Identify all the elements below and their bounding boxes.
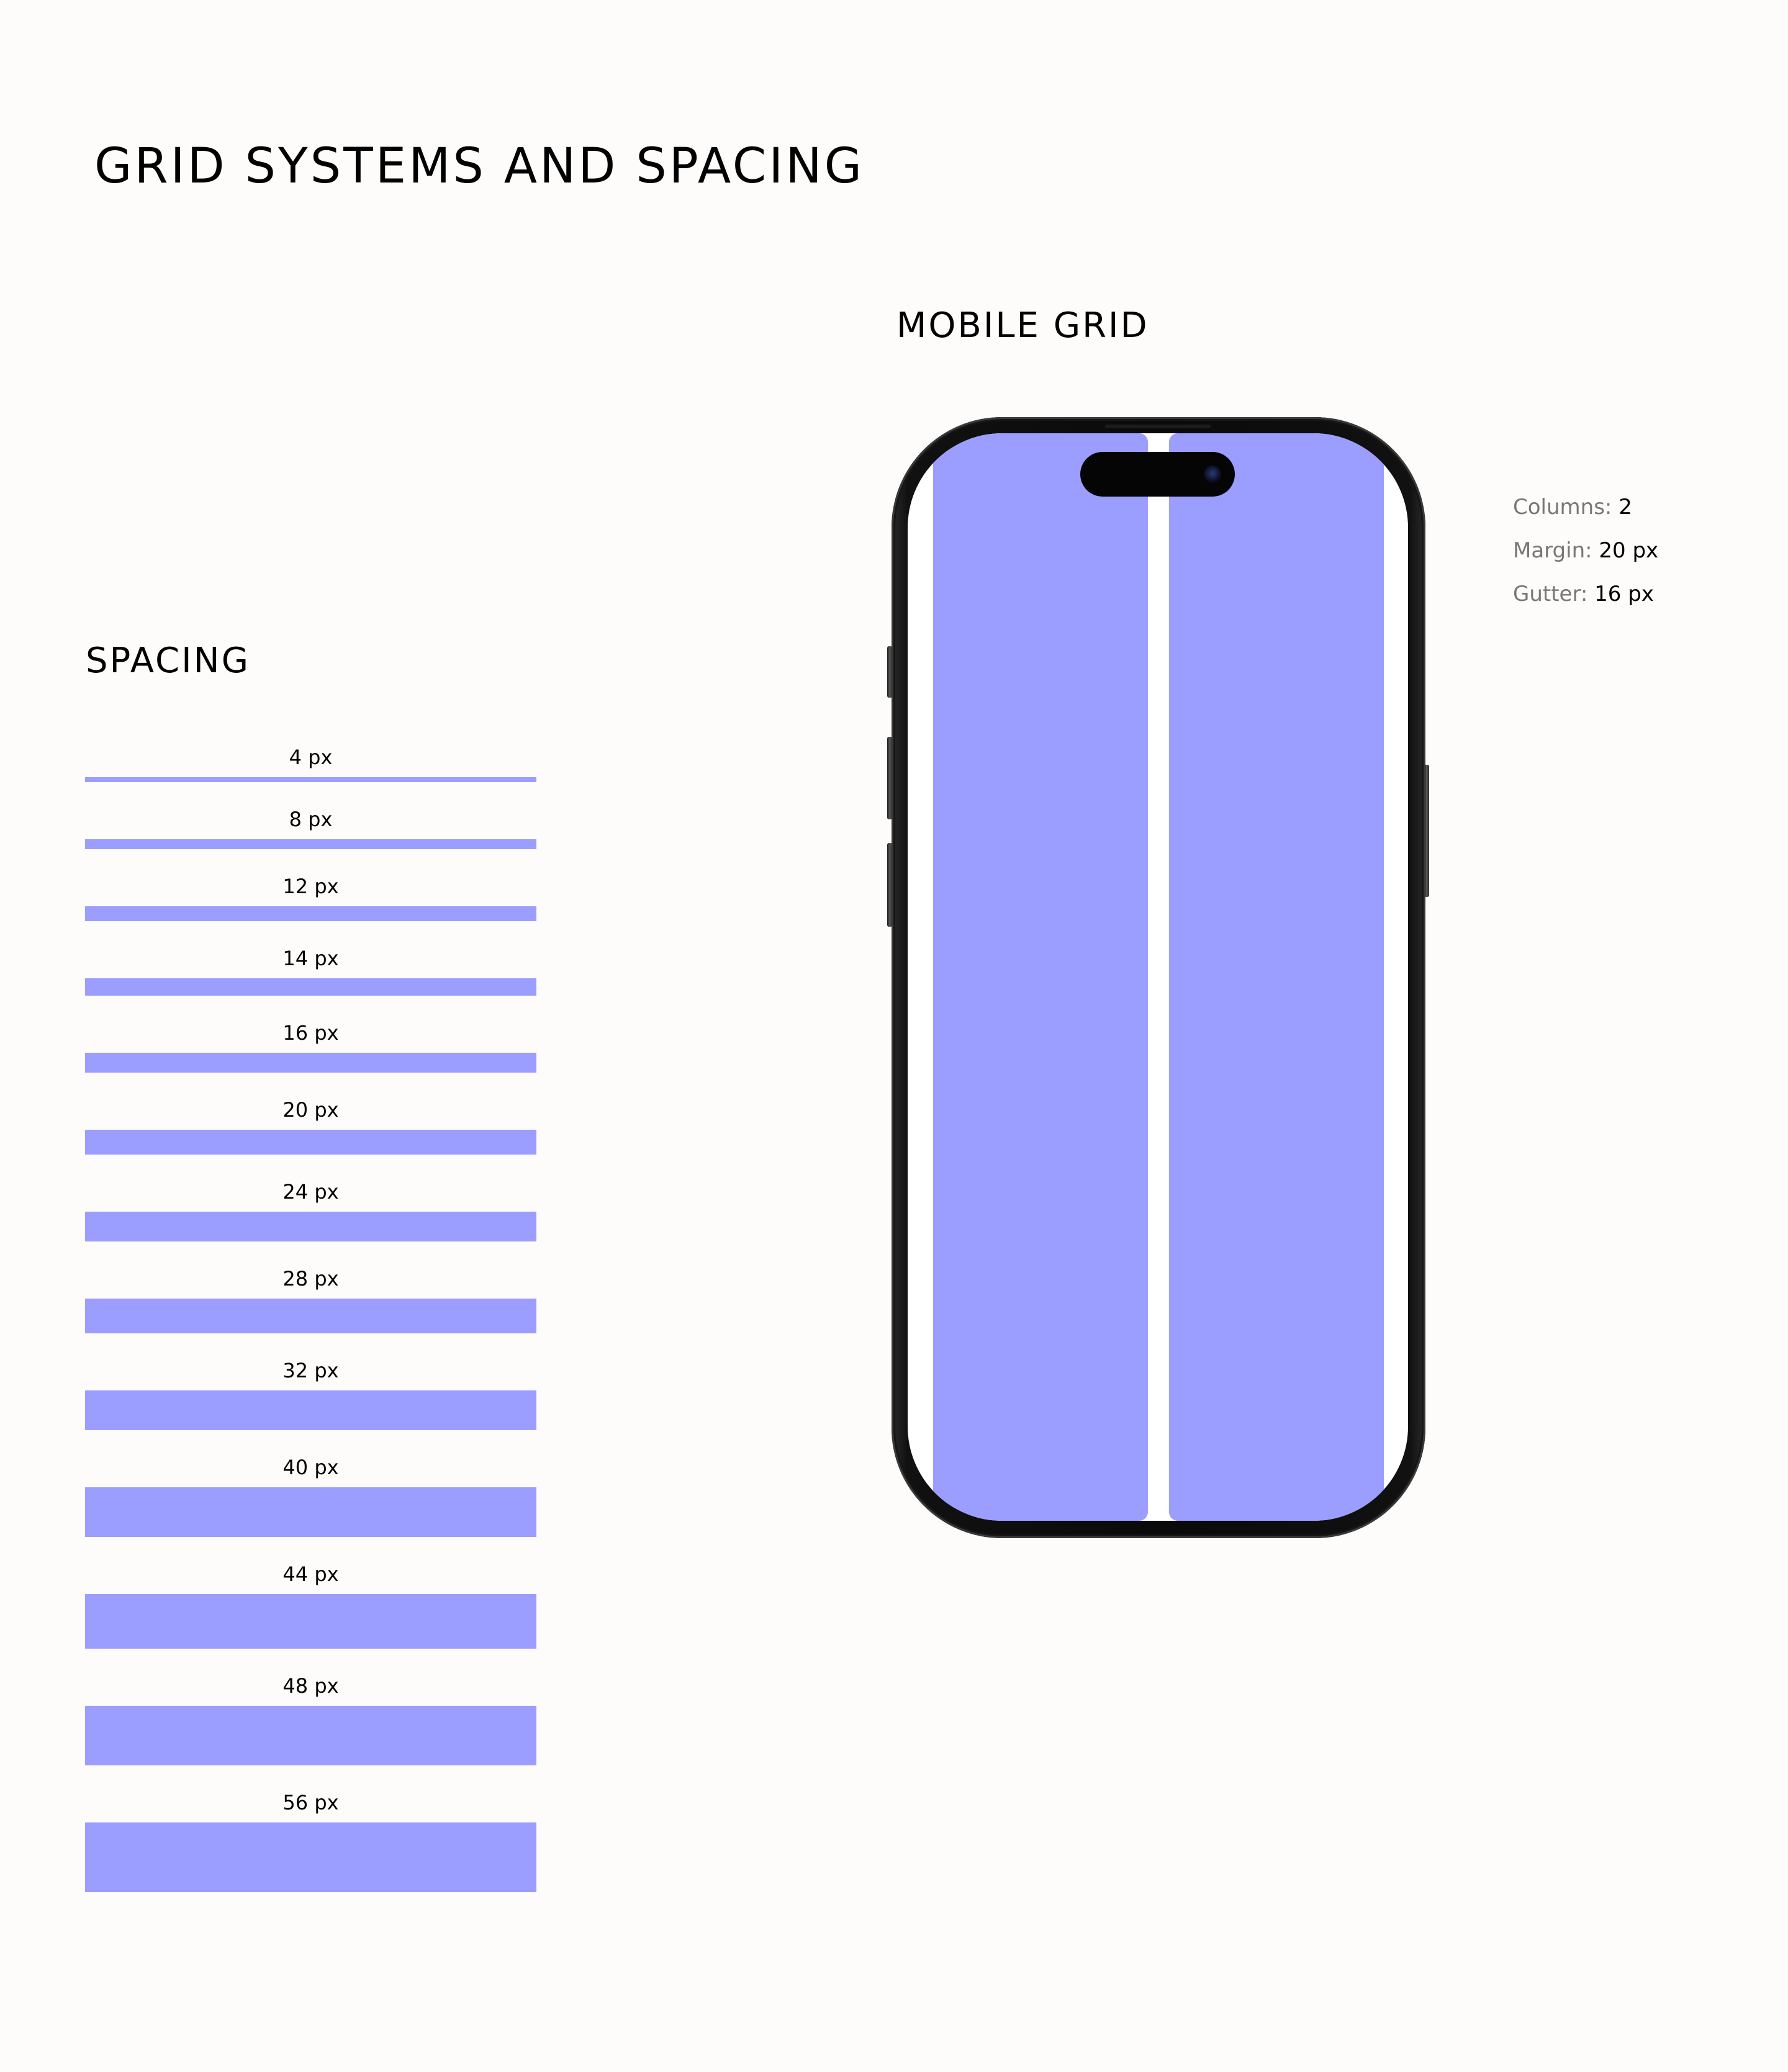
page-title: GRID SYSTEMS AND SPACING <box>94 138 865 194</box>
spacing-bar <box>85 1053 536 1073</box>
spec-gutter: Gutter: 16 px <box>1513 572 1658 616</box>
phone-screen <box>908 433 1408 1521</box>
spacing-label: 4 px <box>289 745 333 769</box>
volume-up-button-icon <box>887 737 892 819</box>
spacing-label: 20 px <box>282 1098 339 1122</box>
spec-margin: Margin: 20 px <box>1513 529 1658 572</box>
spacing-label: 12 px <box>282 875 339 898</box>
dynamic-island <box>1080 452 1235 497</box>
grid-column-2 <box>1169 433 1384 1521</box>
spacing-bar <box>85 1130 536 1155</box>
spacing-bar <box>85 1212 536 1241</box>
spacing-bar <box>85 839 536 849</box>
spacing-bar <box>85 978 536 996</box>
spec-value: 2 <box>1619 495 1632 520</box>
spacing-label: 16 px <box>282 1021 339 1045</box>
spacing-label: 40 px <box>282 1456 339 1479</box>
action-button-icon <box>887 646 892 698</box>
spacing-bar <box>85 777 536 782</box>
spacing-bar <box>85 1487 536 1537</box>
spacing-bar <box>85 1390 536 1430</box>
camera-icon <box>1204 466 1221 483</box>
speaker-icon <box>1105 425 1211 428</box>
spacing-section-title: SPACING <box>86 641 250 681</box>
spacing-bar <box>85 906 536 921</box>
volume-down-button-icon <box>887 843 892 927</box>
spec-key: Gutter: <box>1513 582 1588 606</box>
spec-columns: Columns: 2 <box>1513 485 1658 529</box>
spacing-label: 32 px <box>282 1359 339 1382</box>
spec-value: 20 px <box>1599 538 1659 563</box>
spec-value: 16 px <box>1594 582 1654 606</box>
spacing-label: 28 px <box>282 1267 339 1290</box>
spacing-label: 48 px <box>282 1674 339 1698</box>
power-button-icon <box>1424 765 1429 897</box>
spacing-bar <box>85 1299 536 1333</box>
grid-column-1 <box>933 433 1148 1521</box>
spec-key: Columns: <box>1513 495 1612 520</box>
mobile-grid-title: MOBILE GRID <box>896 305 1149 346</box>
spacing-label: 14 px <box>282 947 339 970</box>
spacing-bar <box>85 1594 536 1649</box>
grid-specs: Columns: 2 Margin: 20 px Gutter: 16 px <box>1513 485 1658 616</box>
spacing-label: 8 px <box>289 808 333 831</box>
spacing-label: 44 px <box>282 1562 339 1586</box>
spacing-label: 56 px <box>282 1791 339 1814</box>
spec-key: Margin: <box>1513 538 1592 563</box>
spacing-label: 24 px <box>282 1180 339 1204</box>
spacing-bar <box>85 1706 536 1765</box>
spacing-bar <box>85 1822 536 1892</box>
